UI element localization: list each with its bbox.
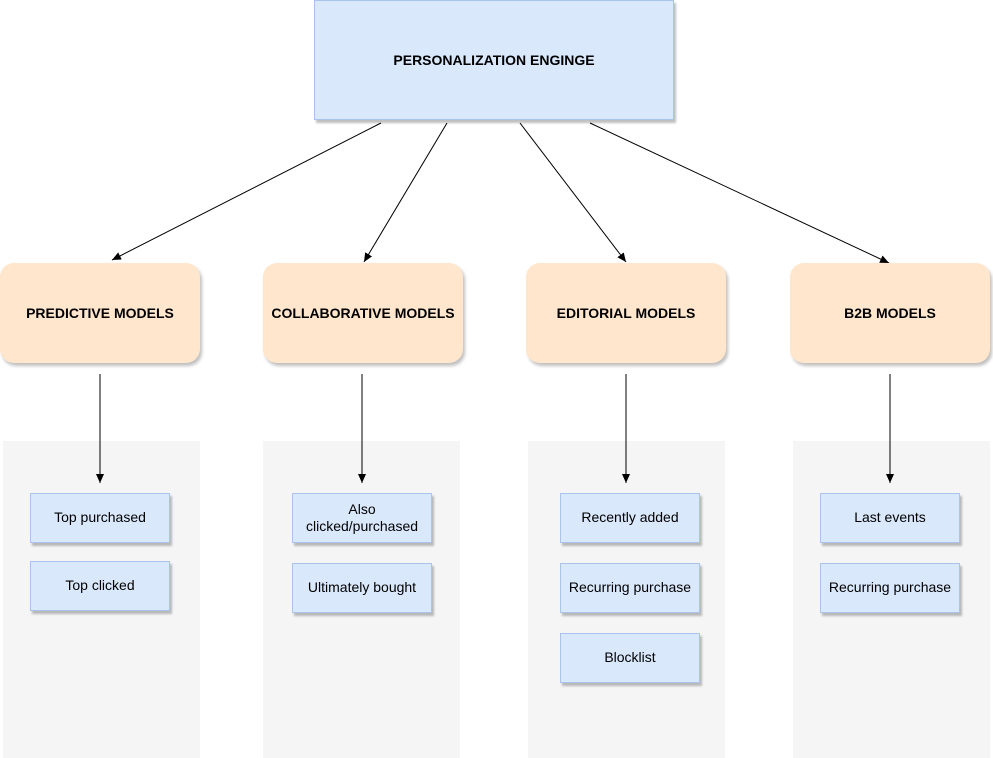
arrow-root-to-collaborative xyxy=(363,122,448,263)
root-node: PERSONALIZATION ENGINGE xyxy=(314,0,674,120)
item-ultimately-bought: Ultimately bought xyxy=(292,563,432,613)
item-top-clicked: Top clicked xyxy=(30,561,170,611)
item-label: Also clicked/purchased xyxy=(305,500,419,535)
item-label: Recently added xyxy=(581,509,679,526)
item-label: Recurring purchase xyxy=(568,579,692,596)
item-top-purchased: Top purchased xyxy=(30,493,170,543)
item-label: Blocklist xyxy=(604,649,656,666)
item-label: Last events xyxy=(854,509,926,526)
category-label: B2B MODELS xyxy=(844,305,936,321)
item-recurring-purchase: Recurring purchase xyxy=(560,563,700,613)
category-label: EDITORIAL MODELS xyxy=(556,305,696,321)
item-recurring-purchase-b2b: Recurring purchase xyxy=(820,563,960,613)
item-last-events: Last events xyxy=(820,493,960,543)
item-also-clicked-purchased: Also clicked/purchased xyxy=(292,493,432,543)
category-predictive: PREDICTIVE MODELS xyxy=(0,263,200,363)
category-b2b: B2B MODELS xyxy=(790,263,990,363)
arrow-root-to-b2b xyxy=(589,122,890,264)
arrow-root-to-predictive xyxy=(111,122,382,261)
category-collaborative: COLLABORATIVE MODELS xyxy=(263,263,463,363)
item-recently-added: Recently added xyxy=(560,493,700,543)
item-label: Recurring purchase xyxy=(828,579,952,596)
item-label: Top purchased xyxy=(54,509,146,526)
item-label: Ultimately bought xyxy=(307,579,417,596)
item-label: Top clicked xyxy=(65,577,135,594)
category-editorial: EDITORIAL MODELS xyxy=(526,263,726,363)
item-blocklist: Blocklist xyxy=(560,633,700,683)
category-label: COLLABORATIVE MODELS xyxy=(271,305,455,321)
arrow-root-to-editorial xyxy=(519,122,627,263)
root-label: PERSONALIZATION ENGINGE xyxy=(393,52,595,68)
category-label: PREDICTIVE MODELS xyxy=(26,305,174,321)
